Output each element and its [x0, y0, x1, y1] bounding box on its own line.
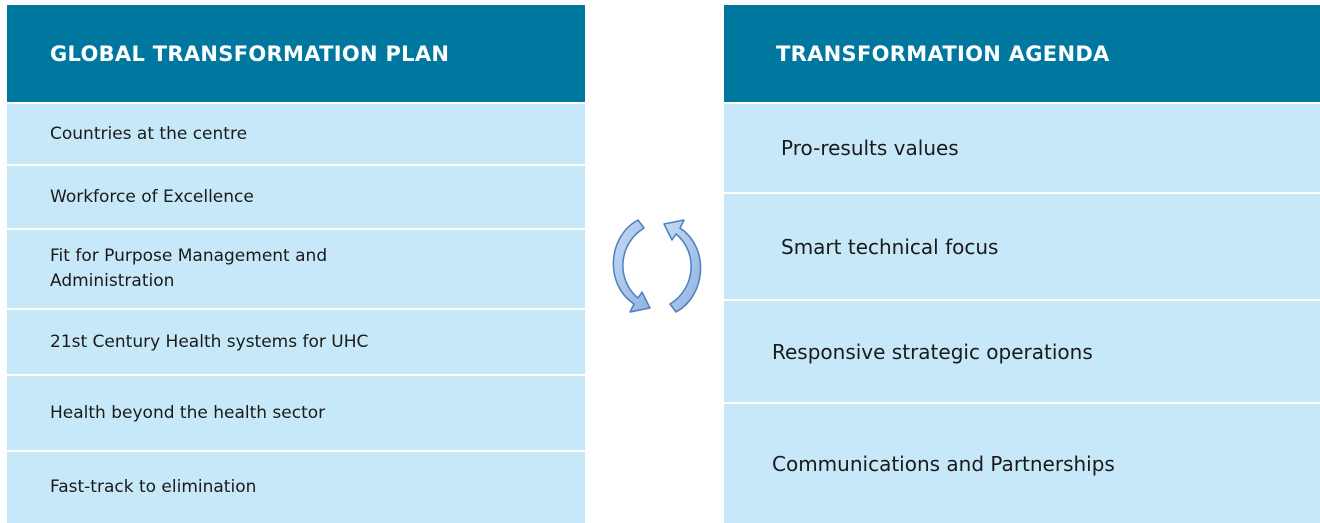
- left-panel-title: GLOBAL TRANSFORMATION PLAN: [7, 5, 585, 102]
- list-item: Fit for Purpose Management and Administr…: [7, 230, 585, 310]
- item-label: Responsive strategic operations: [772, 339, 1093, 364]
- item-label: Workforce of Excellence: [50, 186, 254, 207]
- right-panel-items: Pro-results values Smart technical focus…: [724, 102, 1320, 523]
- item-label: Health beyond the health sector: [50, 402, 326, 423]
- list-item: Workforce of Excellence: [7, 166, 585, 230]
- cycle-arrows-icon: [598, 208, 716, 324]
- item-label: 21st Century Health systems for UHC: [50, 331, 369, 352]
- list-item: Health beyond the health sector: [7, 376, 585, 452]
- list-item: Smart technical focus: [724, 194, 1320, 301]
- global-transformation-plan-panel: GLOBAL TRANSFORMATION PLAN Countries at …: [7, 5, 585, 523]
- right-panel-title: TRANSFORMATION AGENDA: [724, 5, 1320, 102]
- item-label: Fast-track to elimination: [50, 477, 257, 498]
- list-item: Countries at the centre: [7, 104, 585, 166]
- list-item: 21st Century Health systems for UHC: [7, 310, 585, 376]
- item-label: Fit for Purpose Management and Administr…: [50, 246, 328, 291]
- item-label: Countries at the centre: [50, 123, 248, 144]
- item-label: Communications and Partnerships: [772, 451, 1115, 476]
- item-label: Smart technical focus: [781, 234, 999, 259]
- item-label: Pro-results values: [781, 136, 959, 160]
- list-item: Pro-results values: [724, 104, 1320, 194]
- list-item: Fast-track to elimination: [7, 452, 585, 523]
- list-item: Communications and Partnerships: [724, 404, 1320, 523]
- list-item: Responsive strategic operations: [724, 301, 1320, 404]
- transformation-agenda-panel: TRANSFORMATION AGENDA Pro-results values…: [724, 5, 1320, 523]
- left-panel-items: Countries at the centre Workforce of Exc…: [7, 102, 585, 523]
